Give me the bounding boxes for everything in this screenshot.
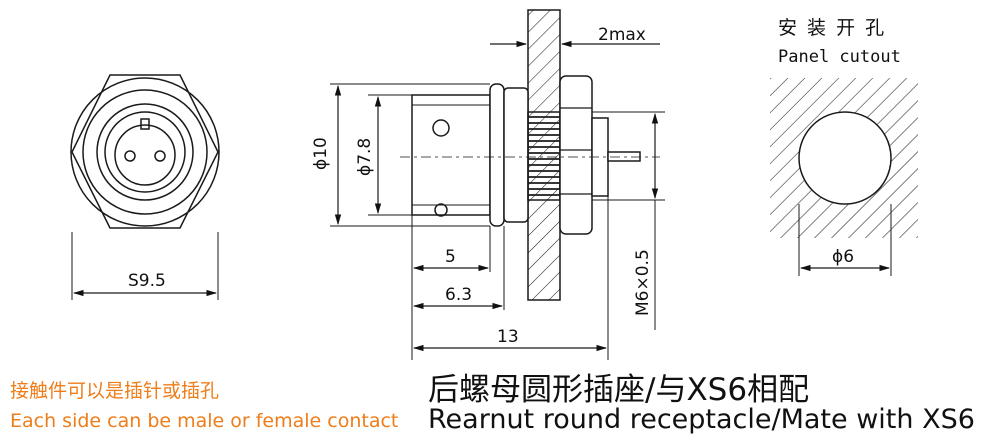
front-face-ring bbox=[104, 111, 186, 193]
contact-note-cn: 接触件可以是插针或插孔 bbox=[10, 380, 220, 402]
solder-tail bbox=[607, 151, 641, 162]
contact-pin-left bbox=[124, 150, 136, 162]
dim-len-5: 5 bbox=[445, 247, 456, 267]
front-flange bbox=[489, 83, 505, 227]
hex-dim-label: S9.5 bbox=[128, 271, 166, 291]
insert-face bbox=[114, 124, 176, 186]
dim-len-6-3: 6.3 bbox=[445, 285, 472, 305]
dim-dia-inner: ϕ7.8 bbox=[355, 138, 375, 176]
key-notch bbox=[140, 118, 150, 130]
rear-nut bbox=[559, 75, 593, 235]
product-title-en: Rearnut round receptacle/Mate with XS6 bbox=[428, 404, 975, 435]
locking-hole-2 bbox=[434, 203, 448, 217]
locking-hole bbox=[432, 119, 450, 137]
cutout-dia-label: ϕ6 bbox=[832, 247, 854, 267]
product-title-cn: 后螺母圆形插座/与XS6相配 bbox=[428, 372, 810, 408]
hex-nut-outline bbox=[71, 74, 219, 229]
contact-pin-right bbox=[154, 150, 166, 162]
contact-note-en: Each side can be male or female contact bbox=[10, 410, 399, 432]
dim-len-13: 13 bbox=[497, 327, 519, 347]
cutout-hole bbox=[798, 111, 892, 205]
front-inner-ring bbox=[96, 103, 194, 201]
dim-panel-thickness: 2max bbox=[598, 25, 646, 45]
front-mid-ring bbox=[82, 89, 208, 215]
dim-thread: M6×0.5 bbox=[633, 249, 653, 316]
threaded-shell bbox=[527, 111, 561, 201]
dim-dia-outer: ϕ10 bbox=[311, 137, 331, 170]
cutout-title-cn: 安 装 开 孔 bbox=[778, 17, 886, 39]
receptacle-body bbox=[411, 94, 491, 216]
front-outer-ring bbox=[70, 77, 220, 227]
panel-cutout-view bbox=[770, 78, 918, 276]
cutout-title-en: Panel cutout bbox=[778, 47, 901, 67]
side-view bbox=[330, 9, 665, 360]
front-view bbox=[70, 74, 220, 300]
